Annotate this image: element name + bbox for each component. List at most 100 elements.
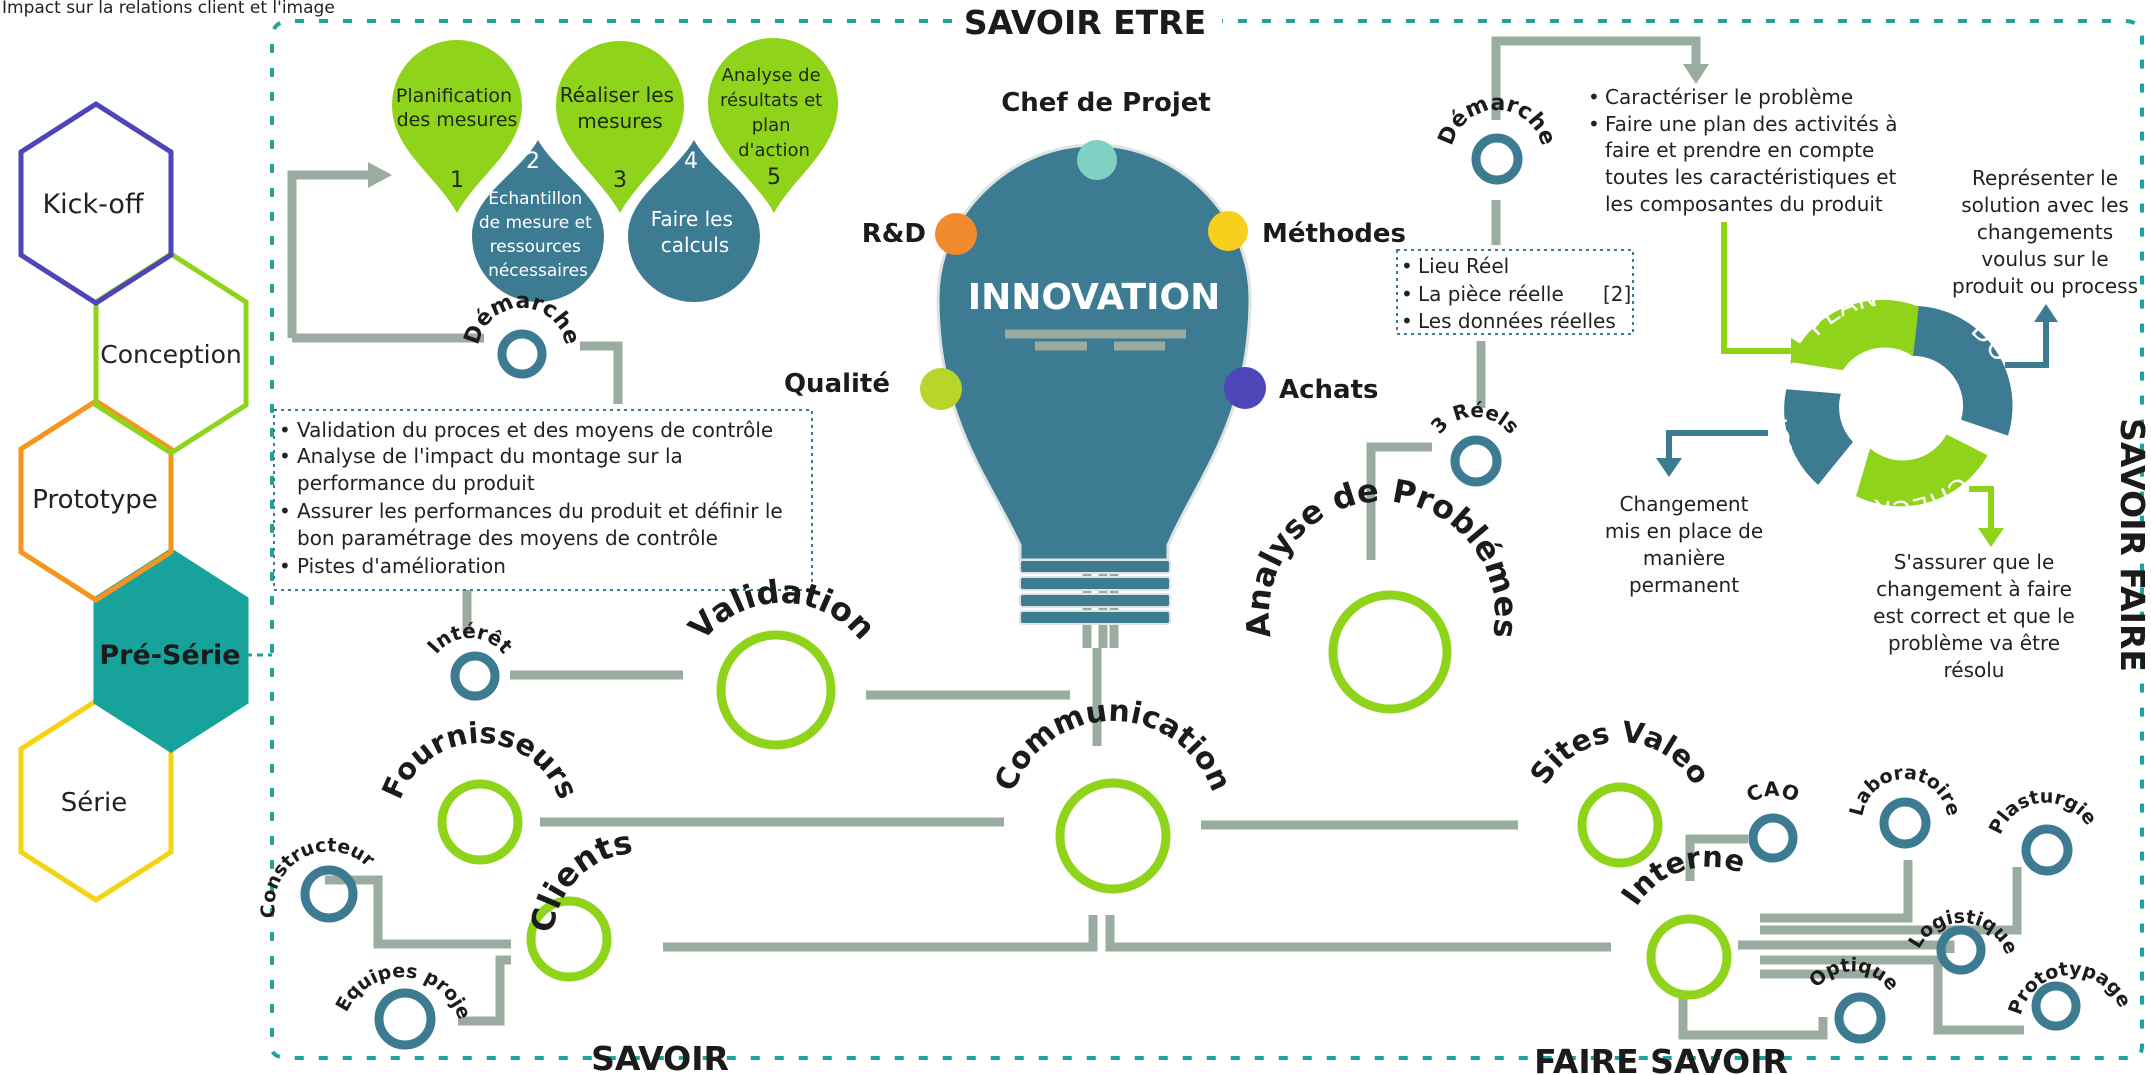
qualite-dot[interactable] <box>920 368 962 410</box>
cao-node[interactable] <box>1748 813 1798 863</box>
step-5-line-3: plan <box>752 115 791 136</box>
clients-node[interactable] <box>526 896 612 982</box>
arrow-do-head <box>2034 304 2058 322</box>
sites-valeo-label: Sites Valeo <box>1523 715 1717 791</box>
reels-item-1: Lieu Réel <box>1418 254 1509 278</box>
phase-kickoff-label: Kick-off <box>42 189 144 220</box>
step-5-line-4: d'action <box>738 140 810 161</box>
svg-text:Analyse de résultats et: Analyse de résultats et plan d'action <box>720 65 828 161</box>
pdca-assurer-5: résolu <box>1944 658 2005 682</box>
step-1-num: 1 <box>450 168 464 193</box>
reels-item-3: Les données réelles <box>1418 309 1616 333</box>
pdca-changement-3: manière <box>1643 546 1725 570</box>
step-5-line-1: Analyse de <box>722 65 821 86</box>
heading-savoir-etre: SAVOIR ETRE <box>964 3 1206 42</box>
step-2-drop <box>472 140 604 302</box>
dem-right-bullet-1: • <box>1588 85 1600 109</box>
step-4-line-2: calculs <box>661 233 729 257</box>
arrow-to-list <box>1683 64 1709 84</box>
pdca-changement-4: permanent <box>1629 573 1739 597</box>
step-1-line-2: des mesures <box>397 109 518 131</box>
optique-node[interactable] <box>1834 992 1886 1044</box>
bulb-base-2 <box>1019 576 1171 591</box>
cao-label: CAO <box>1743 777 1803 807</box>
pdca-assurer-2: changement à faire <box>1876 577 2072 601</box>
dem-right-item-2b: faire et prendre en compte <box>1605 138 1874 162</box>
equipes-node[interactable] <box>374 988 436 1050</box>
sites-valeo-node[interactable] <box>1577 782 1663 868</box>
arrow-plan-head <box>1791 338 1812 364</box>
analyse-node[interactable] <box>1328 590 1452 714</box>
pdca-represent-3: changements <box>1977 220 2113 244</box>
top-caption: Impact sur la relations client et l'imag… <box>2 0 335 18</box>
pdca-represent-1: Représenter le <box>1972 166 2118 190</box>
dem-right-item-1: Caractériser le problème <box>1605 85 1853 109</box>
frame-border <box>270 19 2144 1060</box>
constructeur-node[interactable] <box>300 865 358 923</box>
plasturgie-node[interactable] <box>2021 824 2073 876</box>
logistique-node[interactable] <box>1936 925 1986 975</box>
pdca-check-segment <box>1856 434 1988 507</box>
pdca-changement-1: Changement <box>1620 492 1749 516</box>
step-2-line-1: Echantillon <box>488 189 582 209</box>
arrow-do <box>2005 318 2049 368</box>
arrow-act <box>1666 430 1768 460</box>
arrow-check-head <box>1978 528 2004 547</box>
heading-faire-savoir: FAIRE SAVOIR <box>1534 1042 1788 1075</box>
step-2-line-2: de mesure et <box>479 213 592 233</box>
interne-node[interactable] <box>1646 914 1732 1000</box>
phase-conception-label: Conception <box>100 340 241 369</box>
pdca-represent-5: produit ou process <box>1952 274 2138 298</box>
rd-label: R&D <box>862 219 926 249</box>
step-1-drop <box>392 40 522 213</box>
svg-text:Faire les calculs: Faire les calculs <box>651 207 740 257</box>
validation-item-3b: bon paramétrage des moyens de contrôle <box>297 526 718 550</box>
laboratoire-node[interactable] <box>1879 797 1931 849</box>
demarche-left-node[interactable] <box>497 329 547 379</box>
pdca-changement-2: mis en place de <box>1605 519 1763 543</box>
methodes-dot[interactable] <box>1208 211 1248 251</box>
validation-item-2a: Analyse de l'impact du montage sur la <box>297 444 683 468</box>
demarche-left-label: Démarche <box>460 289 585 348</box>
heading-savoir-faire: SAVOIR FAIRE <box>2113 418 2151 672</box>
dem-right-item-2a: Faire une plan des activités à <box>1605 112 1897 136</box>
pdca-represent-2: solution avec les <box>1961 193 2129 217</box>
step-4-drop <box>628 140 760 302</box>
bulb-base-1 <box>1019 559 1171 574</box>
validation-item-3a: Assurer les performances du produit et d… <box>297 499 783 523</box>
reels-item-2: La pièce réelle <box>1418 282 1564 306</box>
chef-dot[interactable] <box>1077 140 1117 180</box>
phase-serie-label: Série <box>61 788 127 818</box>
fournisseurs-node[interactable] <box>437 779 523 865</box>
innovation-title: INNOVATION <box>968 277 1220 318</box>
validation-item-1: Validation du proces et des moyens de co… <box>297 418 773 442</box>
qualite-label: Qualité <box>784 369 890 399</box>
validation-item-4: Pistes d'amélioration <box>297 554 506 578</box>
analyse-label: Analyse de Problémes <box>1238 471 1525 640</box>
arrow-check <box>1969 486 1994 530</box>
methodes-label: Méthodes <box>1262 219 1406 249</box>
achats-dot[interactable] <box>1224 367 1266 409</box>
clients-label: Clients <box>523 823 635 935</box>
prototypage-node[interactable] <box>2031 981 2081 1031</box>
pdca-do-segment <box>1901 305 2013 436</box>
demarche-right-node[interactable] <box>1471 133 1523 185</box>
dem-right-bullet-2: • <box>1588 112 1600 136</box>
bulb-base-4 <box>1019 610 1171 625</box>
arrow-to-steps <box>368 162 392 188</box>
step-5-drop <box>708 38 838 213</box>
reels-label: 3 Réels <box>1426 398 1525 439</box>
step-4-line-1: Faire les <box>651 207 733 231</box>
communication-node[interactable] <box>1055 778 1171 894</box>
validation-node[interactable] <box>716 630 836 750</box>
reels-node[interactable] <box>1450 435 1502 487</box>
svg-text:Echantillon de mesure et: Echantillon de mesure et ressources néce… <box>479 189 597 281</box>
step-2-line-4: nécessaires <box>488 261 588 281</box>
validation-item-2b: performance du produit <box>297 471 535 495</box>
step-1-line-1: Planification <box>396 85 512 107</box>
dem-right-item-2d: les composantes du produit <box>1605 192 1883 216</box>
step-5-num: 5 <box>767 165 781 190</box>
phase-hexagons: Kick-off Conception Prototype Pré-Série … <box>18 101 272 903</box>
rd-dot[interactable] <box>935 213 977 255</box>
interet-node[interactable] <box>450 651 500 701</box>
